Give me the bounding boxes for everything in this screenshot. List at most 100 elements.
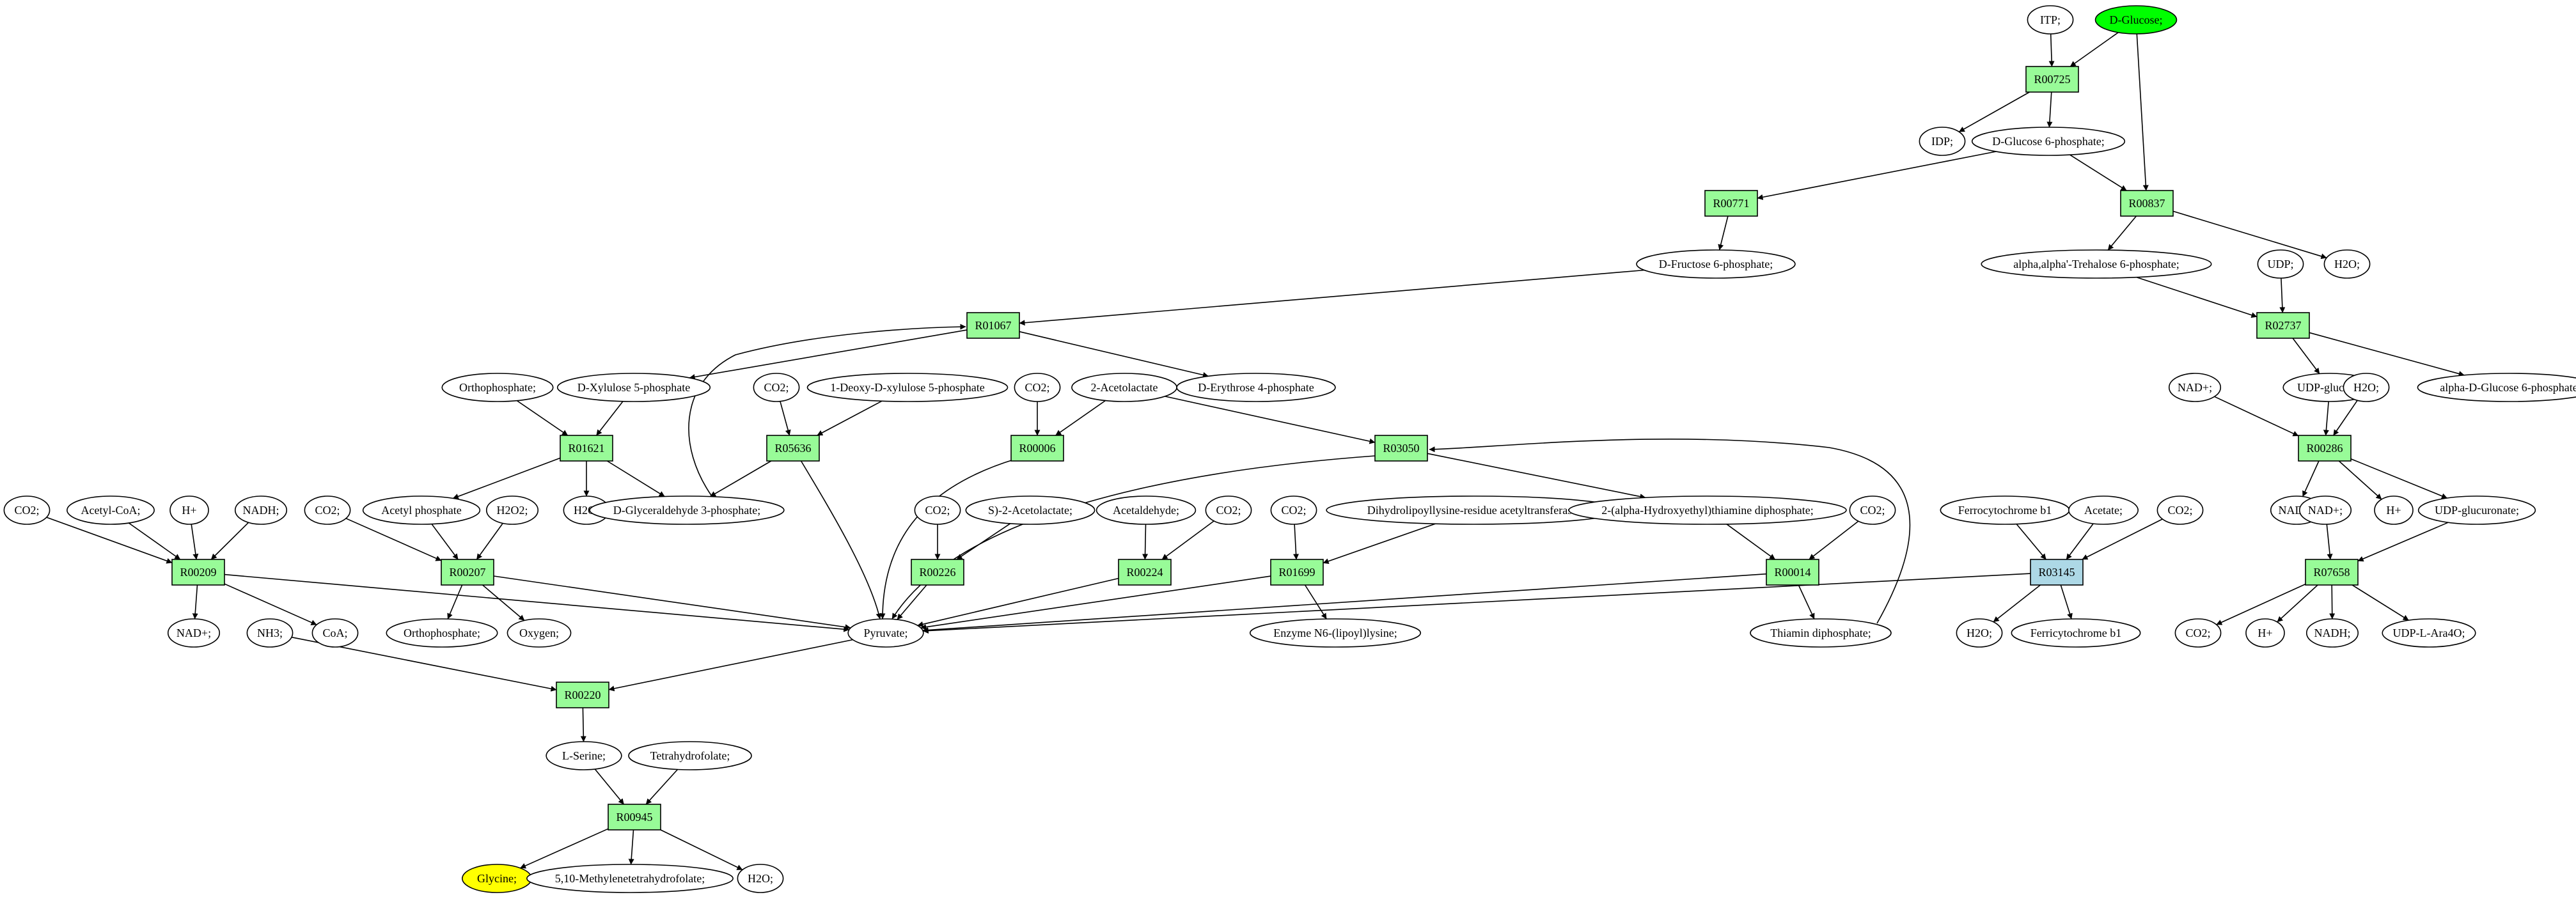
reaction-box [2305, 559, 2359, 586]
node-label: R00220 [564, 689, 601, 701]
compound-ellipse [2417, 495, 2536, 525]
edge-co2_i-to-R03145 [2082, 519, 2163, 560]
compound-ellipse [847, 618, 924, 648]
compound-ellipse [1981, 249, 2212, 279]
compound-ellipse [1956, 618, 2003, 648]
reaction-node-R00725: R00725 [2025, 66, 2079, 93]
reaction-node-R07658: R07658 [2305, 559, 2359, 586]
node-label: H2O; [748, 872, 773, 885]
edge-dglucose-to-R00837 [2136, 33, 2149, 191]
node-label: D-Erythrose 4-phosphate [1198, 381, 1314, 394]
node-label: IDP; [1931, 135, 1953, 148]
edge-f6p-to-R01067 [1019, 269, 1645, 326]
reaction-box [2256, 312, 2310, 339]
edge-R03145-to-ferricyt [2060, 584, 2073, 620]
reaction-node-R00006: R00006 [1010, 435, 1064, 462]
edge-R07658-to-udpara [2352, 584, 2409, 621]
edge-thf-to-R00945 [645, 768, 679, 805]
compound-node-e4p: D-Erythrose 4-phosphate [1176, 373, 1336, 402]
compound-ellipse [441, 373, 554, 402]
node-label: CO2; [1281, 504, 1306, 517]
node-label: R00014 [1774, 566, 1810, 579]
edge-gap-to-R01067 [688, 324, 966, 497]
edge-lserine-to-R00945 [594, 768, 625, 805]
edge-R07658-to-co2_j [2216, 583, 2306, 625]
reaction-node-R01067: R01067 [966, 312, 1020, 339]
edge-h2o_b-to-R00286 [2333, 400, 2358, 436]
compound-node-dglucose: D-Glucose; [2094, 5, 2178, 35]
compound-node-co2_h: CO2; [1849, 495, 1896, 525]
node-label: D-Glyceraldehyde 3-phosphate; [613, 504, 760, 517]
reaction-node-R02737: R02737 [2256, 312, 2310, 339]
edge-pyruvate-to-R00220 [608, 639, 853, 692]
edge-dx5p-to-R05636 [817, 400, 883, 436]
compound-ellipse [1919, 127, 1966, 156]
node-label: R00224 [1126, 566, 1163, 579]
compound-node-udp: UDP; [2257, 249, 2304, 279]
edge-g6p-to-R00837 [2069, 154, 2127, 191]
reaction-node-R01621: R01621 [560, 435, 613, 462]
compound-ellipse [67, 495, 155, 525]
node-label: R01067 [975, 319, 1011, 332]
compound-node-g6p: D-Glucose 6-phosphate; [1971, 127, 2126, 156]
compound-ellipse [589, 495, 785, 525]
edge-R00224-to-pyruvate [917, 577, 1119, 627]
reaction-box [1374, 435, 1428, 462]
node-label: Pyruvate; [864, 627, 908, 639]
node-label: NADH; [2314, 627, 2351, 639]
compound-ellipse [1849, 495, 1896, 525]
node-label: Dihydrolipoyllysine-residue acetyltransf… [1367, 504, 1581, 517]
node-label: Acetate; [2084, 504, 2123, 517]
compound-node-acetate: Acetate; [2068, 495, 2139, 525]
compound-node-hplus_a: H+ [169, 495, 209, 525]
node-label: R00006 [1019, 442, 1055, 455]
compound-node-treh6p: alpha,alpha'-Trehalose 6-phosphate; [1981, 249, 2212, 279]
compound-node-acetolactate: 2-Acetolactate [1071, 373, 1177, 402]
reaction-box [560, 435, 613, 462]
compound-node-acetaldehyde: Acetaldehyde; [1096, 495, 1197, 525]
edge-h2o2-to-R00207 [476, 523, 503, 560]
node-label: R00207 [449, 566, 485, 579]
compound-node-dihydrolipo: Dihydrolipoyllysine-residue acetyltransf… [1326, 495, 1622, 525]
reaction-box [966, 312, 1020, 339]
compound-ellipse [246, 618, 294, 648]
node-label: R00837 [2128, 197, 2165, 210]
edge-R00945-to-mthf [628, 829, 634, 865]
compound-ellipse [1014, 373, 1061, 402]
compound-node-glycine: Glycine; [461, 864, 532, 893]
edge-R01621-to-acetylp [452, 457, 561, 499]
node-label: CO2; [1860, 504, 1885, 517]
edge-treh6p-to-R02737 [2136, 276, 2258, 318]
node-label: ITP; [2040, 13, 2061, 26]
reaction-node-R00771: R00771 [1704, 190, 1758, 217]
node-label: 2-(alpha-Hydroxyethyl)thiamine diphospha… [1601, 504, 1813, 517]
node-label: R00945 [616, 811, 652, 823]
compound-ellipse [2323, 249, 2371, 279]
compound-node-orthop_b: Orthophosphate; [386, 618, 498, 648]
compound-ellipse [546, 741, 622, 770]
edge-udpglcur-to-R07658 [2357, 522, 2449, 562]
compound-ellipse [806, 373, 1009, 402]
edge-nadh_a-to-R00209 [210, 522, 249, 560]
compound-node-oxygen: Oxygen; [507, 618, 572, 648]
node-label: D-Fructose 6-phosphate; [1659, 258, 1773, 270]
node-label: NADH; [243, 504, 279, 517]
compound-node-udpara: UDP-L-Ara4O; [2382, 618, 2476, 648]
compound-node-co2_a: CO2; [753, 373, 800, 402]
edge-hethtpp-to-R00014 [1726, 524, 1776, 560]
node-label: NAD+; [177, 627, 211, 639]
compound-ellipse [1636, 249, 1796, 279]
edge-s2acetolactate-to-R00226 [956, 523, 1011, 560]
edge-acetolactate-to-R00006 [1055, 400, 1106, 436]
edge-co2_c-to-R00209 [46, 517, 173, 564]
edge-R01621-to-gap [606, 460, 665, 497]
node-label: Acetaldehyde; [1113, 504, 1179, 517]
edge-R00286-to-hplus_b [2338, 460, 2382, 500]
compound-ellipse [1750, 618, 1892, 648]
compound-ellipse [914, 495, 961, 525]
node-label: CO2; [315, 504, 340, 517]
compound-node-ag6p: alpha-D-Glucose 6-phosphate [2417, 373, 2576, 402]
reaction-node-R00286: R00286 [2298, 435, 2352, 462]
compound-node-dx5p: 1-Deoxy-D-xylulose 5-phosphate [806, 373, 1009, 402]
edge-R00837-to-treh6p [2107, 215, 2137, 251]
